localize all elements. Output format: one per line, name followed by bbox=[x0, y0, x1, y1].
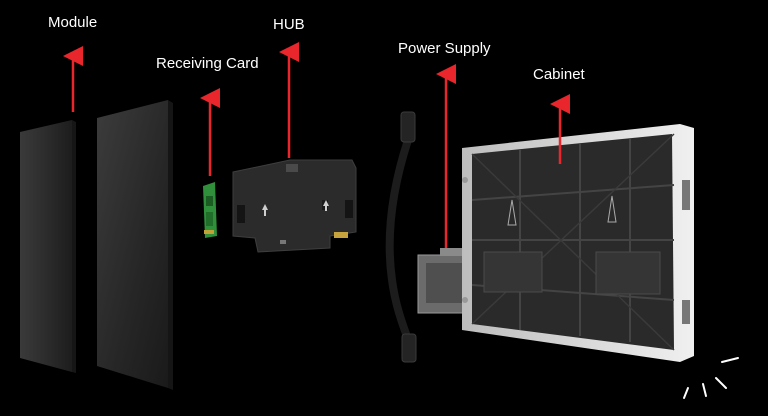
cabinet bbox=[462, 124, 694, 362]
label-receiving-card: Receiving Card bbox=[156, 55, 259, 72]
receiving-card bbox=[203, 182, 217, 238]
label-hub: HUB bbox=[273, 16, 305, 33]
label-module: Module bbox=[48, 14, 98, 31]
label-cabinet: Cabinet bbox=[533, 66, 585, 83]
hub-board bbox=[232, 159, 357, 253]
pointer-arrows bbox=[63, 42, 570, 248]
module-panel-back bbox=[97, 100, 173, 390]
label-power-supply: Power Supply bbox=[398, 40, 491, 57]
module-panel-front bbox=[20, 120, 76, 373]
power-supply-unit bbox=[417, 248, 476, 314]
power-cable bbox=[385, 111, 417, 363]
sparkle-decoration bbox=[683, 357, 739, 399]
